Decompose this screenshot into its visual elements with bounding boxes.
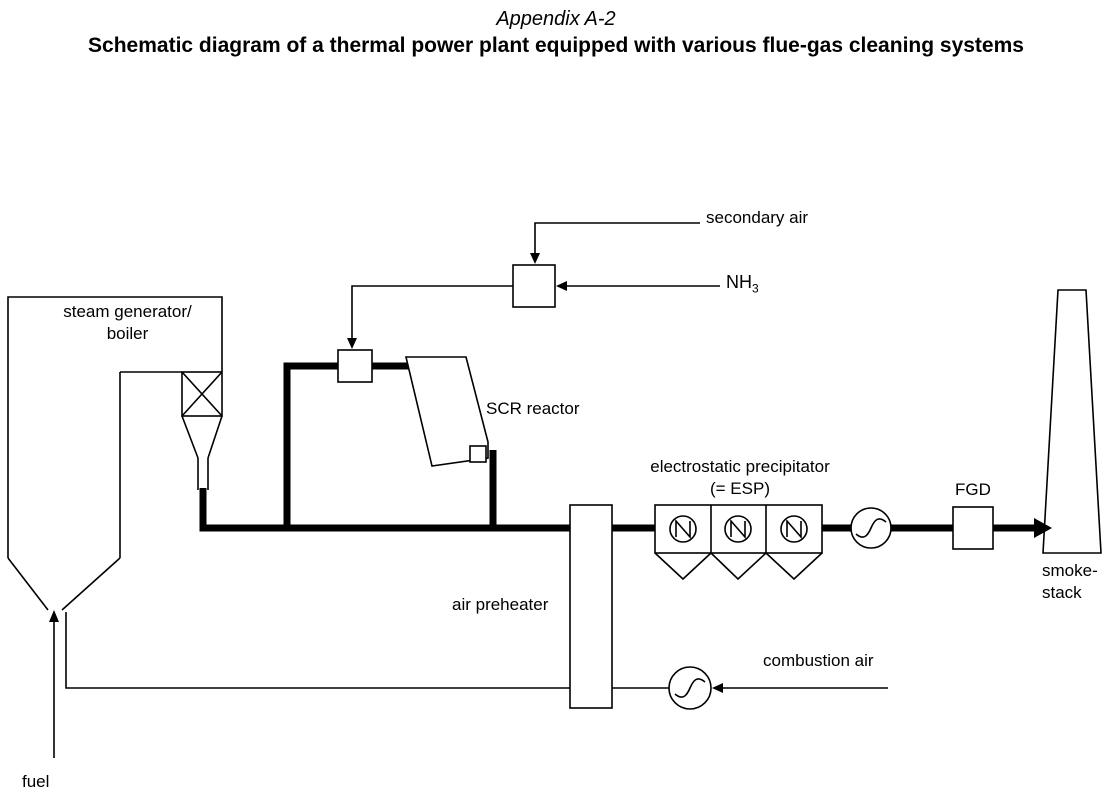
esp-label-line2: (= ESP) — [710, 479, 770, 498]
smokestack — [1042, 289, 1102, 554]
air-preheater-label: air preheater — [452, 595, 549, 614]
arrowheads — [49, 253, 1052, 693]
hx-hopper-left — [181, 415, 199, 459]
boiler-label-line1: steam generator/ — [63, 302, 192, 321]
secondary-air-line — [534, 222, 700, 256]
esp-unit — [654, 504, 823, 581]
fgd-box — [952, 506, 994, 550]
combustion-fan-blade — [674, 678, 706, 698]
smokestack-label-line1: smoke- — [1042, 561, 1098, 580]
scr-vessel — [404, 356, 489, 467]
boiler-funnel-right — [61, 557, 121, 611]
smokestack-label-line2: stack — [1042, 583, 1082, 602]
esp-zigzag-icon — [730, 518, 746, 540]
id-fan-blade — [855, 518, 887, 538]
thin-lines — [7, 222, 888, 758]
esp-dividers — [710, 505, 767, 553]
esp-hopper-1 — [654, 552, 712, 581]
boiler-label-line2: boiler — [106, 324, 149, 343]
air-preheater-box — [569, 504, 613, 709]
scr-reactor-label: SCR reactor — [486, 399, 580, 418]
fuel-arrow-icon — [49, 610, 59, 622]
secondary-air-arrow-icon — [530, 253, 540, 264]
heat-exchanger-cross-icon — [181, 371, 223, 417]
stack-arrow-icon — [1034, 518, 1052, 538]
secondary-air-label: secondary air — [706, 208, 809, 227]
nh3-label: NH3 — [726, 272, 759, 296]
boiler-funnel-left — [7, 557, 49, 611]
esp-hopper-3 — [765, 552, 823, 581]
duct-up-to-scr — [283, 362, 338, 531]
flue-gas-ducts — [199, 362, 1036, 532]
nh3-label-subscript: 3 — [752, 281, 759, 296]
combustion-air-arrow-icon — [712, 683, 723, 693]
hx-hopper-right — [207, 415, 223, 459]
nh3-label-base: NH — [726, 272, 752, 292]
scr-outlet-box — [469, 445, 487, 463]
heat-exchanger — [181, 371, 223, 417]
nh3-mixer-box — [512, 264, 556, 308]
page-title-appendix: Appendix A-2 — [496, 8, 616, 30]
id-fan-icon — [850, 507, 892, 549]
esp-zigzag-icon — [786, 518, 802, 540]
preheater-to-boiler-air-line — [65, 612, 570, 689]
injection-arrow-icon — [347, 338, 357, 349]
page-title-description: Schematic diagram of a thermal power pla… — [88, 34, 1024, 57]
fuel-label: fuel — [22, 772, 50, 791]
esp-zigzag-icon — [675, 518, 691, 540]
mixer-to-injection-line — [351, 285, 513, 341]
duct-boiler-to-preheater — [199, 488, 570, 532]
esp-label-line1: electrostatic precipitator — [650, 457, 830, 476]
scr-reactor — [404, 356, 489, 467]
boiler-outline — [7, 296, 223, 558]
esp-hopper-2 — [710, 552, 767, 581]
combustion-air-label: combustion air — [763, 651, 874, 670]
fgd-label: FGD — [955, 480, 991, 499]
nh3-arrow-icon — [556, 281, 567, 291]
combustion-air-fan-icon — [668, 666, 712, 710]
injection-box — [337, 349, 373, 383]
